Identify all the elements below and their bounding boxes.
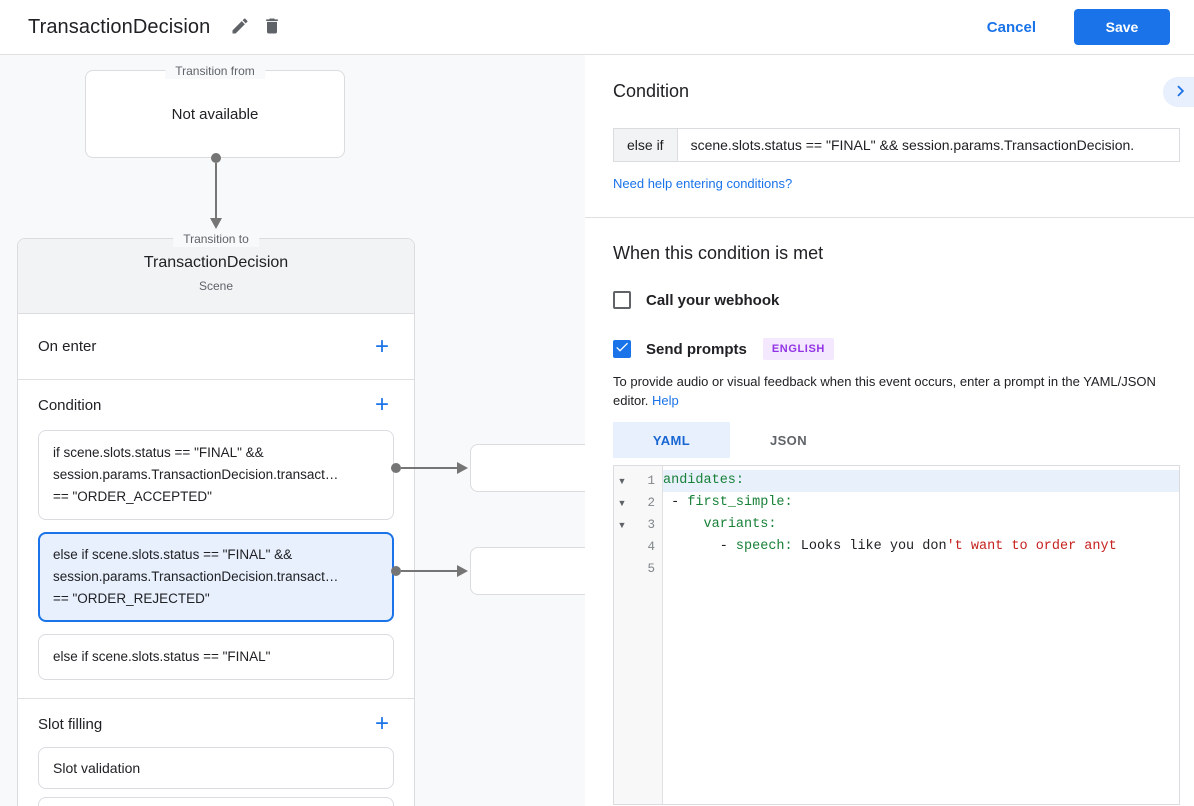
scene-header: TransactionDecision Scene xyxy=(18,239,414,314)
connector-dot xyxy=(391,566,401,576)
slot-card-partial[interactable] xyxy=(38,797,394,806)
arrow-down-icon xyxy=(210,218,222,229)
connector-dot xyxy=(211,153,221,163)
line-number: 1 xyxy=(647,474,655,488)
fold-toggle-icon[interactable]: ▼ xyxy=(617,520,627,530)
slot-validation-card[interactable]: Slot validation xyxy=(38,747,394,789)
helper-help-link[interactable]: Help xyxy=(652,393,679,408)
arrow-right-icon xyxy=(457,462,468,474)
send-prompts-row: Send prompts ENGLISH xyxy=(613,338,1194,360)
webhook-label: Call your webhook xyxy=(646,291,780,309)
save-button[interactable]: Save xyxy=(1074,9,1170,45)
add-on-enter-button[interactable]: + xyxy=(370,334,394,360)
condition-line: session.params.TransactionDecision.trans… xyxy=(53,467,339,482)
condition-line: == "ORDER_REJECTED" xyxy=(53,591,210,606)
panel-divider xyxy=(585,217,1194,218)
webhook-row: Call your webhook xyxy=(613,291,1194,309)
fold-toggle-icon[interactable]: ▼ xyxy=(617,476,627,486)
condition-line: if scene.slots.status == "FINAL" && xyxy=(53,445,264,460)
condition-input-row: else if xyxy=(613,128,1180,162)
transition-target-box[interactable] xyxy=(470,444,596,492)
editor-format-tabs: YAML JSON xyxy=(613,422,1194,458)
transition-from-box: Transition from Not available xyxy=(85,63,345,158)
condition-line: else if scene.slots.status == "FINAL" && xyxy=(53,547,293,562)
collapse-panel-button[interactable] xyxy=(1163,77,1194,107)
panel-condition-heading: Condition xyxy=(613,81,690,101)
line-number: 3 xyxy=(647,518,655,532)
send-prompts-label: Send prompts xyxy=(646,340,747,358)
prompt-code-editor[interactable]: ▼ 1 ▼ 2 ▼ 3 4 5 andidates: - first_simple: … xyxy=(613,465,1180,805)
scene-type-label: Scene xyxy=(198,279,234,293)
pencil-icon xyxy=(230,16,250,39)
chevron-right-icon xyxy=(1170,80,1194,105)
condition-detail-panel: Condition else if Need help entering con… xyxy=(585,55,1194,806)
transition-from-legend: Transition from xyxy=(165,63,265,79)
code-line xyxy=(663,558,1179,580)
trash-icon xyxy=(262,16,282,39)
condition-operator-label: else if xyxy=(613,128,678,162)
condition-section: Condition + if scene.slots.status == "FI… xyxy=(18,380,414,699)
language-badge: ENGLISH xyxy=(762,338,834,360)
connector-line xyxy=(401,570,457,572)
page-title: TransactionDecision xyxy=(28,15,211,38)
code-token: 't want to order anyt xyxy=(946,539,1117,554)
slot-filling-section: Slot filling + Slot validation xyxy=(18,699,414,806)
line-number: 4 xyxy=(647,540,655,554)
code-token: variants: xyxy=(703,517,777,532)
top-bar: TransactionDecision Cancel Save xyxy=(0,0,1194,55)
condition-card-accepted[interactable]: if scene.slots.status == "FINAL" && sess… xyxy=(38,430,394,520)
code-line: variants: xyxy=(663,514,1179,536)
scene-name: TransactionDecision xyxy=(143,254,289,271)
code-token: - xyxy=(663,539,736,554)
code-token: - xyxy=(663,495,688,510)
code-token: andidates: xyxy=(663,473,745,488)
transition-to-legend: Transition to xyxy=(173,231,259,247)
transition-target-box[interactable] xyxy=(470,547,596,595)
checkmark-icon xyxy=(614,339,630,360)
code-line: - first_simple: xyxy=(663,492,1179,514)
slot-filling-label: Slot filling xyxy=(38,715,103,733)
connector-line xyxy=(215,163,217,218)
condition-card-final[interactable]: else if scene.slots.status == "FINAL" xyxy=(38,634,394,680)
condition-section-label: Condition xyxy=(38,396,102,414)
tab-yaml[interactable]: YAML xyxy=(613,422,730,458)
cancel-button[interactable]: Cancel xyxy=(986,18,1036,36)
scene-container: Transition to TransactionDecision Scene … xyxy=(17,231,415,806)
webhook-checkbox[interactable] xyxy=(613,291,631,309)
code-line: - speech: Looks like you don't want to o… xyxy=(663,536,1179,558)
code-token: first_simple: xyxy=(687,495,793,510)
on-enter-label: On enter xyxy=(38,338,97,355)
condition-card-rejected-selected[interactable]: else if scene.slots.status == "FINAL" &&… xyxy=(38,532,394,622)
editor-code-area[interactable]: andidates: - first_simple: variants: - s… xyxy=(663,466,1179,804)
send-prompts-checkbox[interactable] xyxy=(613,340,631,358)
edit-title-button[interactable] xyxy=(224,11,256,43)
transition-from-content: Not available xyxy=(171,105,259,123)
add-condition-button[interactable]: + xyxy=(370,392,394,418)
condition-line: session.params.TransactionDecision.trans… xyxy=(53,569,339,584)
fold-toggle-icon[interactable]: ▼ xyxy=(617,498,627,508)
tab-json[interactable]: JSON xyxy=(730,422,847,458)
condition-expression-input[interactable] xyxy=(677,128,1180,162)
helper-text-body: To provide audio or visual feedback when… xyxy=(613,374,1156,408)
condition-line: else if scene.slots.status == "FINAL" xyxy=(53,649,271,664)
line-number: 5 xyxy=(647,562,655,576)
line-number: 2 xyxy=(647,496,655,510)
code-token xyxy=(663,517,704,532)
when-met-heading: When this condition is met xyxy=(613,243,824,263)
code-token: Looks like you don xyxy=(792,539,947,554)
connector-dot xyxy=(391,463,401,473)
connector-line xyxy=(401,467,457,469)
editor-gutter: ▼ 1 ▼ 2 ▼ 3 4 5 xyxy=(614,466,663,804)
arrow-right-icon xyxy=(457,565,468,577)
code-line-active: andidates: xyxy=(663,470,1179,492)
code-token: speech: xyxy=(735,539,793,554)
condition-help-link[interactable]: Need help entering conditions? xyxy=(613,176,793,191)
add-slot-button[interactable]: + xyxy=(370,711,394,737)
prompt-helper-text: To provide audio or visual feedback when… xyxy=(613,372,1180,410)
condition-line: == "ORDER_ACCEPTED" xyxy=(53,489,212,504)
on-enter-section: On enter + xyxy=(18,314,414,380)
delete-scene-button[interactable] xyxy=(256,11,288,43)
